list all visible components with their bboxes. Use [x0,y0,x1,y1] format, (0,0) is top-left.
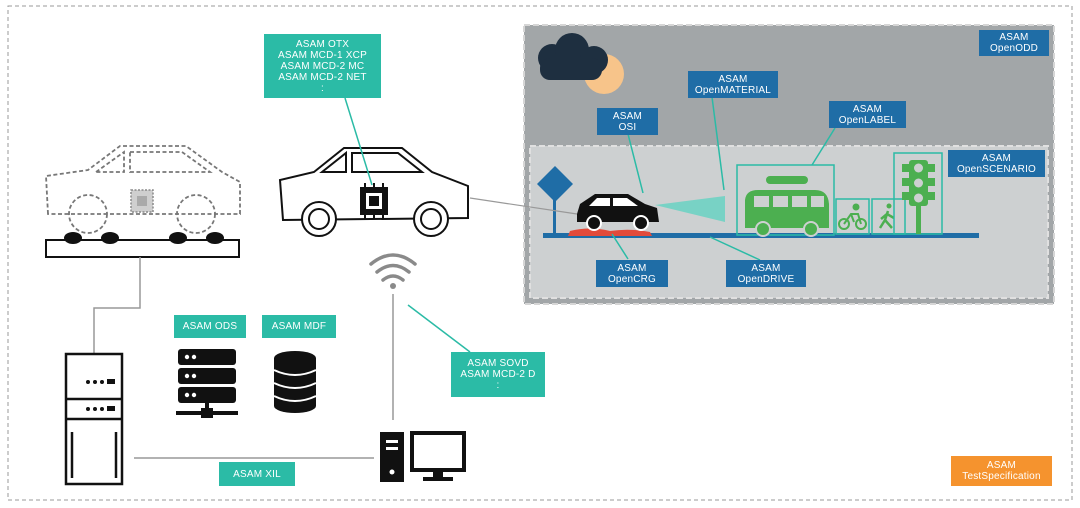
traffic-light-icon [902,160,935,234]
ego-car-icon [577,194,659,231]
testspecification-label: ASAM TestSpecification [951,456,1052,486]
vehicle-outline-icon [278,147,469,222]
sovd-label: ASAM SOVD ASAM MCD-2 D : [451,352,545,397]
sovd-connector [407,304,471,353]
road-sign-icon [537,166,573,235]
mdf-label: ASAM MDF [262,315,336,338]
bench-chip-icon [130,189,154,213]
ods-label: ASAM ODS [174,315,246,338]
server-tower-dots [86,379,115,411]
vehicle-wheels [301,201,449,237]
database-icon [274,351,316,413]
pedestrian-icon [878,203,895,229]
outer-frame [7,5,1073,501]
car-outline-icon [45,145,241,234]
osi-label: ASAM OSI [597,108,658,135]
road-texture [568,228,652,236]
openodd-label: ASAM OpenODD [979,30,1049,56]
van-box [736,164,835,236]
opendrive-label: ASAM OpenDRIVE [726,260,806,287]
xil-label: ASAM XIL [219,462,295,486]
opencrg-label: ASAM OpenCRG [596,260,668,287]
pedestrian-box [871,198,906,235]
cloud-icon [538,33,608,80]
bench-to-server-line [93,257,141,354]
test-bench-platform [45,239,240,258]
ecu-standards-label: ASAM OTX ASAM MCD-1 XCP ASAM MCD-2 MC AS… [264,34,381,98]
openlabel-connector [811,127,836,166]
database-bands [273,369,317,402]
cyclist-box [835,198,870,235]
server-rack-icon [176,349,238,418]
opencrg-connector [611,233,629,260]
ecu-connector [344,97,373,186]
openlabel-label: ASAM OpenLABEL [829,101,906,128]
vehicle-to-scene-arrow [469,197,578,215]
openmaterial-connector [711,96,725,191]
server-tower-icon [64,352,124,486]
osi-connector [627,133,644,194]
cyclist-icon [838,203,867,230]
wifi-dot [390,283,396,289]
openscenario-label: ASAM OpenSCENARIO [948,150,1045,177]
desktop-computer-icon [380,431,466,482]
chip-icon [360,183,388,219]
wifi-icon [369,253,417,282]
openmaterial-label: ASAM OpenMATERIAL [688,71,778,98]
opendrive-connector [709,236,761,261]
bench-rollers [64,232,224,244]
van-icon [745,176,829,237]
sensor-beam [655,196,725,222]
